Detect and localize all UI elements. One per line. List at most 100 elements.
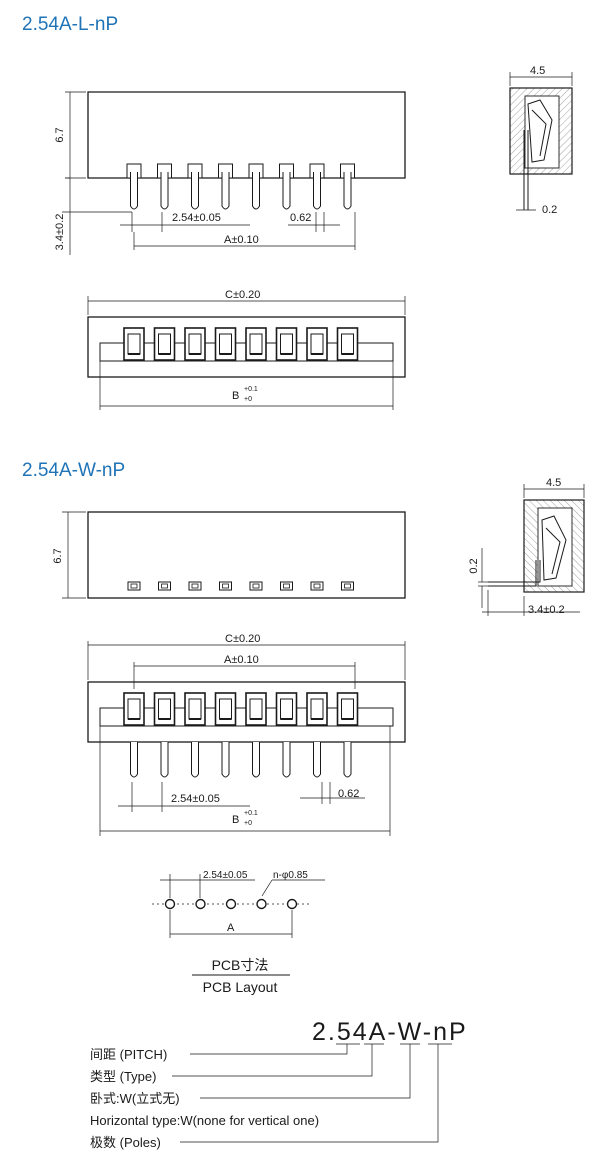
part-number-legend: 2.54A-W-nP 间距 (PITCH) 类型 (Type) 卧式:W(立式无… <box>90 1018 468 1150</box>
horizontal-pins <box>130 742 352 778</box>
hole-dim-label: n-φ0.85 <box>273 870 308 881</box>
pcb-hole <box>286 898 298 910</box>
c-dim-label-2: C±0.20 <box>225 633 260 645</box>
b-tol-plus-2: +0.1 <box>244 810 258 817</box>
top-tabs <box>127 581 354 591</box>
contact-cell <box>275 327 298 361</box>
contact-cell <box>306 692 328 726</box>
pcb-hole <box>256 898 267 910</box>
contact-cells <box>123 327 359 361</box>
pcb-holes <box>164 898 298 910</box>
front-view-horizontal: 6.7 <box>52 511 406 599</box>
pin-horizontal <box>191 742 199 778</box>
pcb-label-en: PCB Layout <box>203 979 278 995</box>
contact-cell <box>336 692 359 726</box>
tab <box>310 581 324 591</box>
part-code: 2.54A-W-nP <box>312 1018 468 1046</box>
contact-cell <box>184 327 206 361</box>
legend-poles: 极数 (Poles) <box>90 1135 161 1150</box>
thickness-dim-label-2: 0.2 <box>468 558 480 573</box>
pcb-hole <box>164 898 176 910</box>
tab-slot <box>283 583 290 589</box>
tab-slot <box>313 583 321 589</box>
tab-slot <box>252 583 260 589</box>
pcb-a-dim-label: A <box>227 922 235 934</box>
contact-cell <box>214 327 237 361</box>
contact-cell <box>306 327 328 361</box>
b-dim-label-2: B <box>232 814 239 826</box>
connector-body-outline <box>87 91 406 179</box>
depth-dim-label: 4.5 <box>530 65 545 77</box>
pcb-hole <box>225 898 237 910</box>
pin-width-dim-label: 0.62 <box>290 212 311 224</box>
pitch-dim-label-2: 2.54±0.05 <box>171 793 220 805</box>
tab <box>188 581 202 591</box>
pin-length-dim-label-2: 3.4±0.2 <box>528 604 565 616</box>
side-view-vertical: 4.5 0.2 <box>509 65 573 216</box>
thickness-dim-label: 0.2 <box>542 204 557 216</box>
contact-cell <box>245 327 267 361</box>
pin <box>252 172 260 210</box>
pin <box>160 172 169 210</box>
pin <box>282 172 291 210</box>
height-dim-label: 6.7 <box>54 127 66 142</box>
c-dim-label: C±0.20 <box>225 289 260 301</box>
pcb-pitch-dim-label: 2.54±0.05 <box>203 870 248 881</box>
tab <box>127 581 141 591</box>
legend-pitch: 间距 (PITCH) <box>90 1047 167 1062</box>
a-dim-label: A±0.10 <box>224 234 259 246</box>
side-view-horizontal: 4.5 0.2 3.4±0.2 <box>468 477 585 616</box>
vertical-pins <box>126 163 355 210</box>
contact-cell <box>153 692 176 726</box>
pin <box>343 172 352 210</box>
pcb-layout-drawing: 2.54±0.05 n-φ0.85 A PCB寸法 PCB Layout <box>152 870 325 995</box>
contact-cell <box>123 327 145 361</box>
contact-cell <box>184 692 206 726</box>
bottom-view-horizontal: C±0.20 A±0.10 2.54±0.05 0.62 B +0.1 +0 <box>87 633 406 836</box>
tab <box>341 581 354 591</box>
tab-slot <box>344 583 351 589</box>
tab-slot <box>161 583 168 589</box>
front-view-vertical: 6.7 3.4±0.2 2.54±0.05 0.62 A±0.10 <box>54 91 406 255</box>
pin-horizontal <box>130 742 138 778</box>
tab-slot <box>191 583 199 589</box>
contact-cell <box>123 692 145 726</box>
tab <box>280 581 293 591</box>
b-tol-plus: +0.1 <box>244 386 258 393</box>
legend-horizontal-en: Horizontal type:W(none for vertical one) <box>90 1113 319 1128</box>
legend-type: 类型 (Type) <box>90 1069 156 1084</box>
tab <box>158 581 171 591</box>
height-dim-label-2: 6.7 <box>52 548 64 563</box>
tab <box>249 581 263 591</box>
pin-length-dim-label: 3.4±0.2 <box>54 214 66 251</box>
legend-horizontal-cn: 卧式:W(立式无) <box>90 1091 180 1106</box>
pcb-hole <box>195 898 206 910</box>
a-dim-label-2: A±0.10 <box>224 654 259 666</box>
pin <box>130 172 138 210</box>
pin-horizontal <box>252 742 260 778</box>
contact-cells-2 <box>123 692 359 726</box>
contact-cell <box>214 692 237 726</box>
contact-cell <box>275 692 298 726</box>
pitch-dim-label: 2.54±0.05 <box>172 212 221 224</box>
tab-slot <box>130 583 138 589</box>
depth-dim-label-2: 4.5 <box>546 477 561 489</box>
contact-cell <box>336 327 359 361</box>
pin-horizontal <box>313 742 321 778</box>
contact-cell <box>153 327 176 361</box>
pin <box>313 172 321 210</box>
tab <box>219 581 232 591</box>
vertical-type-title: 2.54A-L-nP <box>22 14 119 35</box>
pin-horizontal <box>282 742 291 778</box>
pin-horizontal <box>343 742 352 778</box>
horizontal-type-title: 2.54A-W-nP <box>22 460 126 481</box>
pin-width-dim-label-2: 0.62 <box>338 788 359 800</box>
pin-horizontal <box>160 742 169 778</box>
pin <box>221 172 230 210</box>
contact-cell <box>245 692 267 726</box>
pin-horizontal <box>221 742 230 778</box>
bottom-view-vertical: C±0.20 B +0.1 +0 <box>87 289 406 410</box>
b-tol-zero: +0 <box>244 396 252 403</box>
